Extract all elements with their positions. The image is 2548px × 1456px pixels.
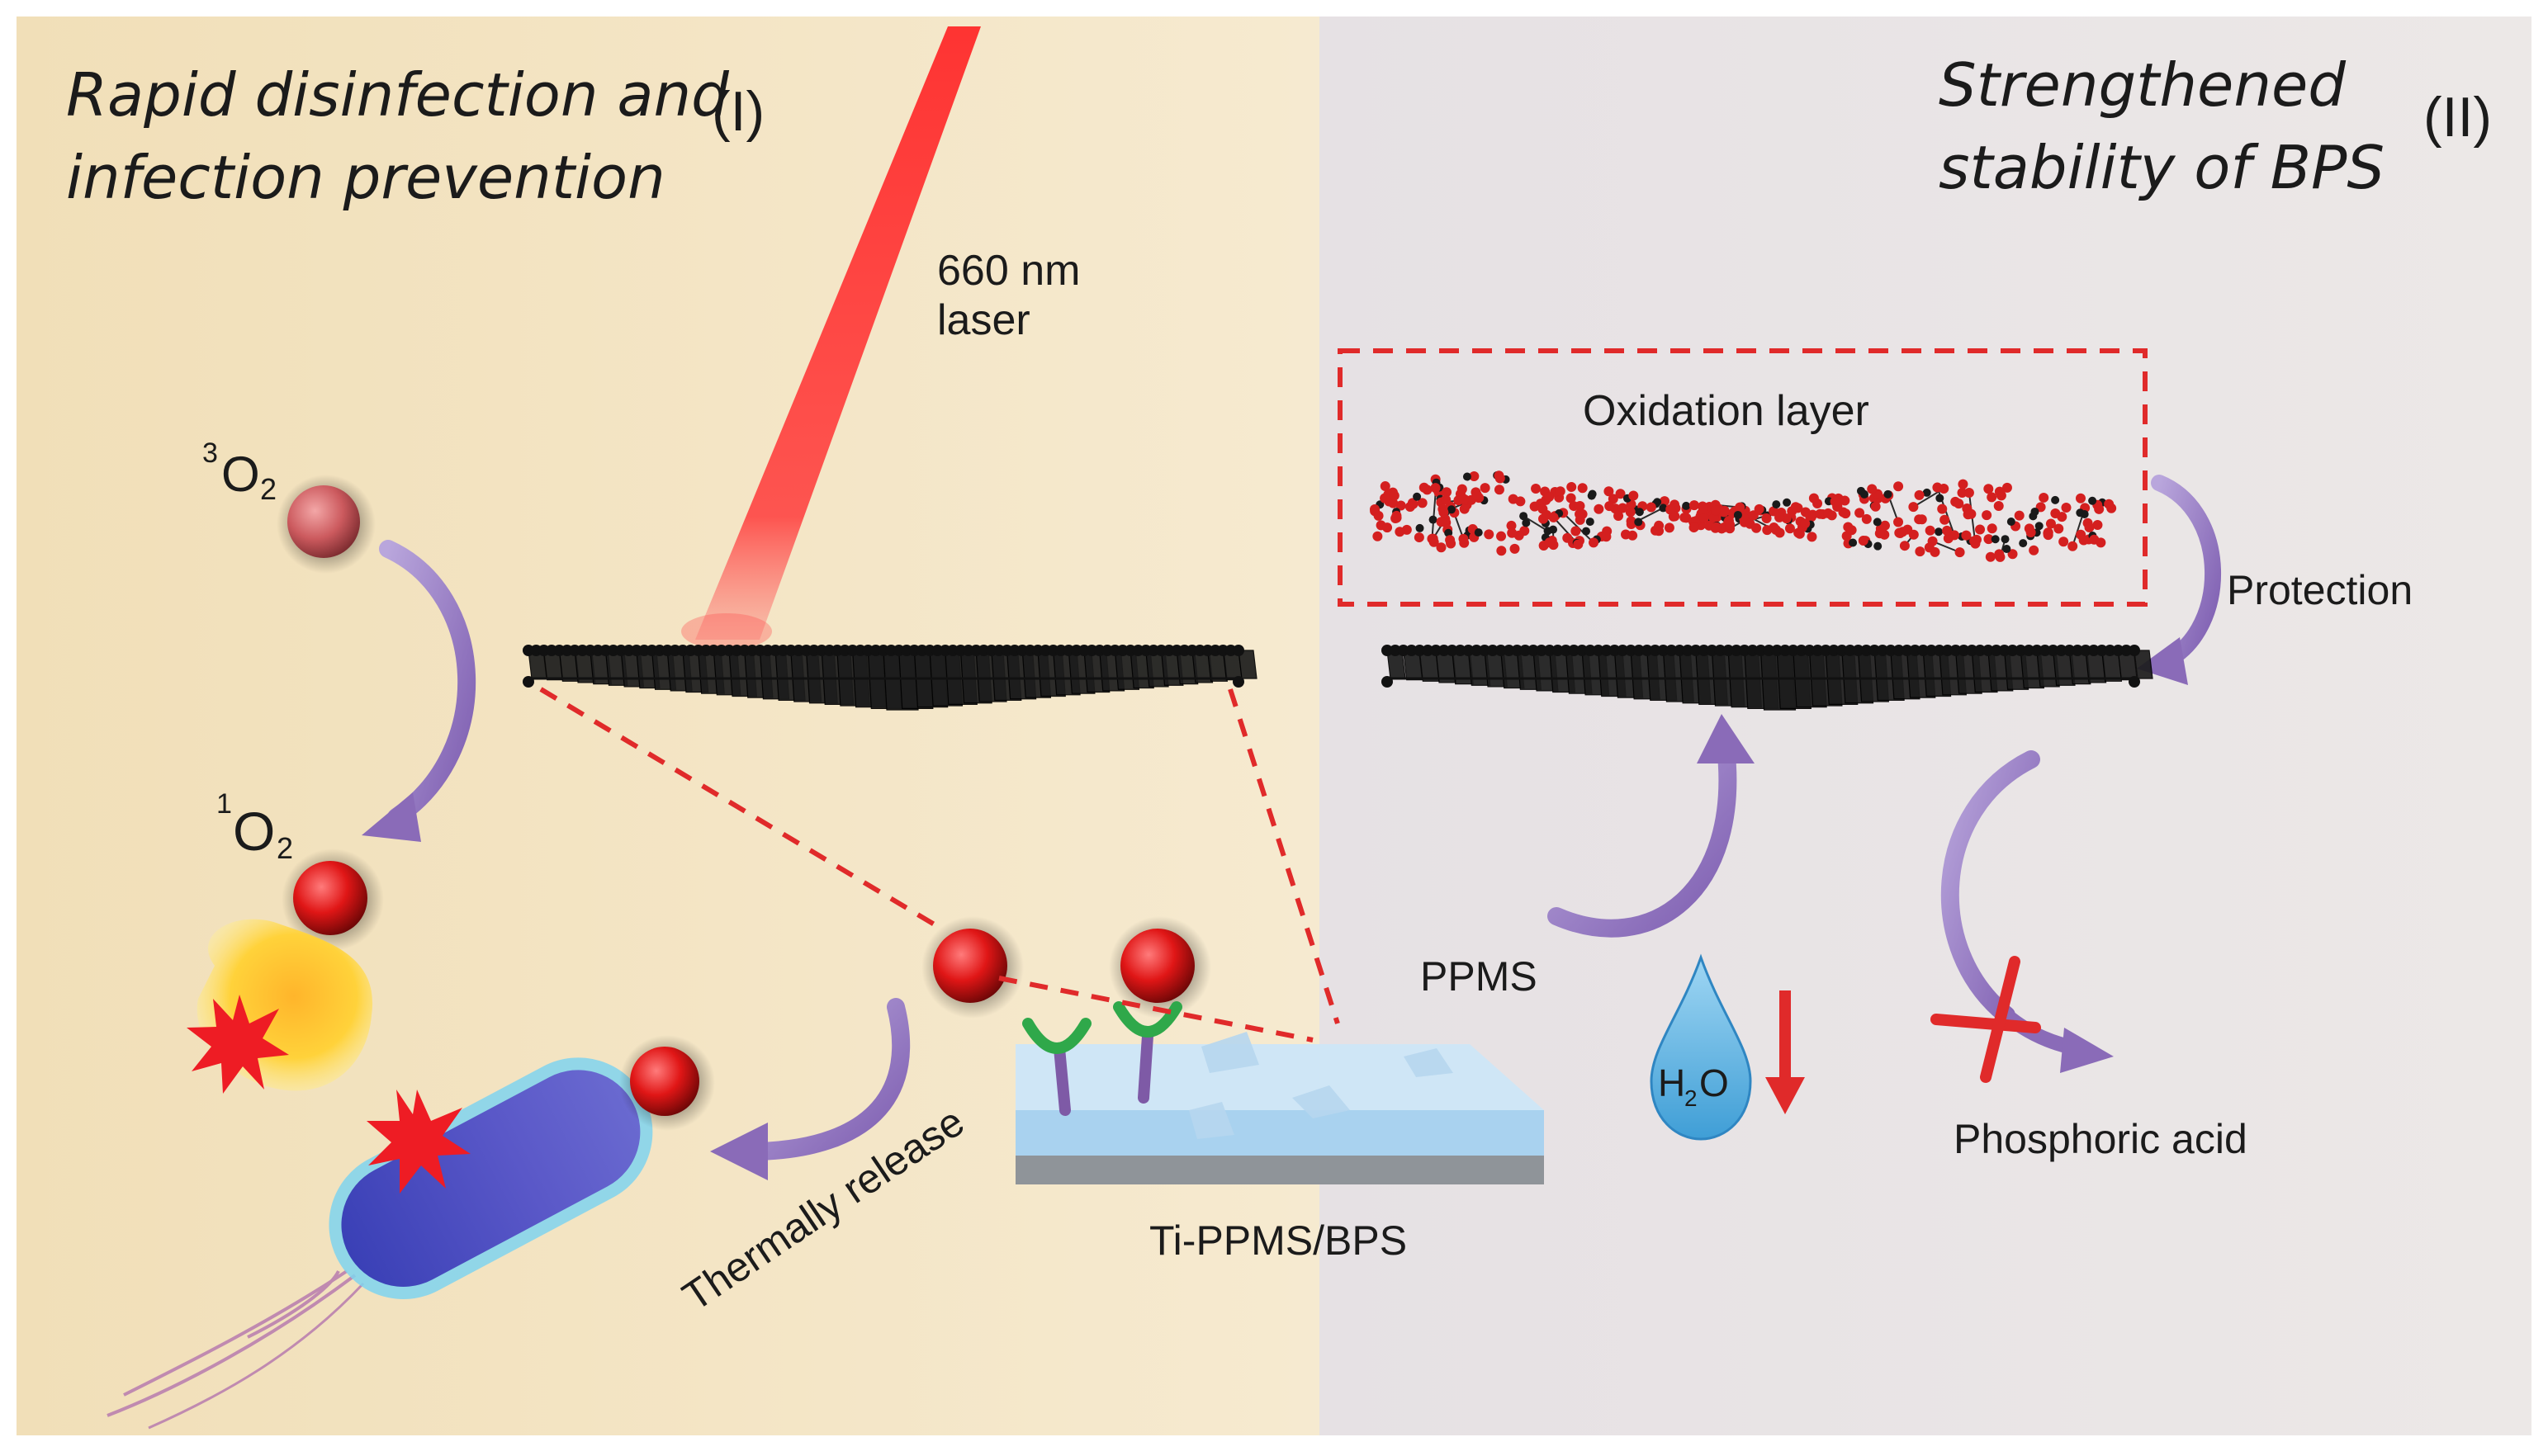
- svg-text:1: 1: [216, 788, 232, 820]
- panel-left-title-line1: Rapid disinfection and: [66, 60, 730, 130]
- panel-right-title-line2: stability of BPS: [1939, 133, 2385, 202]
- ppms-label: PPMS: [1420, 953, 1537, 1000]
- svg-text:2: 2: [1684, 1085, 1698, 1111]
- oxidation-layer-label: Oxidation layer: [1583, 387, 1869, 435]
- svg-text:H: H: [1658, 1061, 1685, 1104]
- panel-right-title-line1: Strengthened: [1939, 50, 2347, 120]
- released-oxygen-1: [933, 929, 1007, 1003]
- laser-label-line2: laser: [937, 296, 1030, 344]
- singlet-oxygen-molecule: [293, 861, 367, 935]
- panel-left-background: [17, 17, 1319, 1435]
- svg-text:O: O: [1699, 1061, 1729, 1104]
- released-oxygen-2: [1120, 929, 1195, 1003]
- phosphoric-acid-label: Phosphoric acid: [1954, 1116, 2247, 1162]
- panel-left-title-line2: infection prevention: [66, 143, 665, 212]
- laser-label-line1: 660 nm: [937, 247, 1080, 295]
- protection-label: Protection: [2227, 567, 2413, 613]
- ppms-substrate: [1016, 1032, 1544, 1184]
- panel-right-background: [1319, 17, 2531, 1435]
- triplet-oxygen-molecule: [287, 485, 360, 558]
- svg-text:2: 2: [260, 472, 277, 506]
- svg-text:3: 3: [202, 437, 218, 469]
- svg-text:O: O: [233, 801, 275, 862]
- panel-right-numeral: (II): [2423, 86, 2492, 149]
- panel-left-numeral: (I): [712, 80, 765, 143]
- svg-text:2: 2: [277, 831, 293, 865]
- attacking-oxygen-molecule: [630, 1047, 699, 1116]
- substrate-label: Ti-PPMS/BPS: [1149, 1217, 1407, 1264]
- svg-text:O: O: [221, 447, 260, 502]
